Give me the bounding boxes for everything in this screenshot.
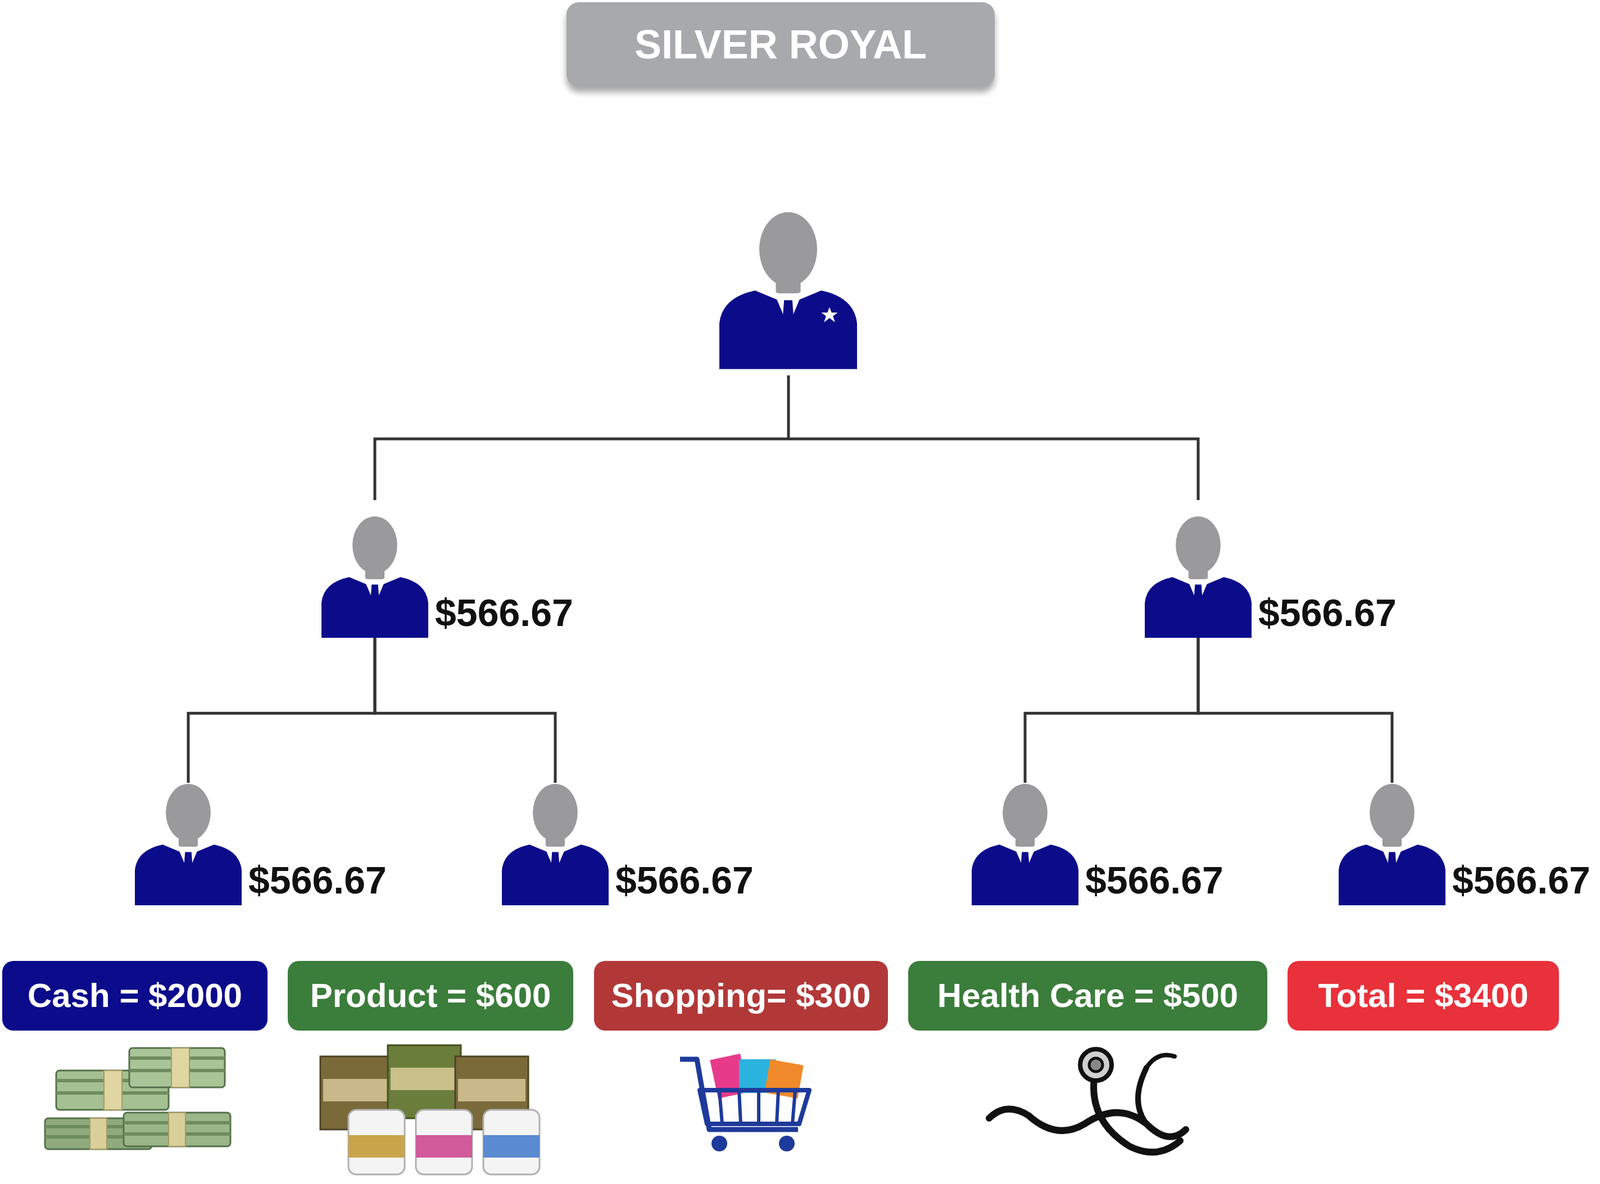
- amount-text: $566.67: [1258, 591, 1397, 634]
- reward-box: Shopping= $300: [594, 961, 888, 1031]
- person-icon: [501, 782, 609, 906]
- amount-text: $566.67: [1085, 858, 1224, 902]
- tree-lines: [374, 375, 1199, 501]
- member-node: $566.67: [1144, 515, 1399, 638]
- person-svg: [971, 782, 1079, 906]
- tree-connector: [1025, 637, 1199, 783]
- reward-text: Cash = $2000: [27, 977, 243, 1015]
- amount-column: $566.67: [1085, 858, 1224, 902]
- reward-text: Health Care = $500: [937, 977, 1239, 1015]
- amount-column: $566.67: [615, 858, 754, 902]
- money-illustration: [44, 1048, 231, 1150]
- tree-connector: [374, 637, 556, 783]
- person-svg: [321, 515, 429, 638]
- person-svg: [501, 782, 609, 906]
- person-svg: [134, 782, 242, 906]
- reward-box: Total = $3400: [1287, 961, 1559, 1031]
- person-icon: [1144, 515, 1252, 638]
- product-illustration: [320, 1045, 540, 1175]
- amount-text: $566.67: [434, 591, 574, 634]
- person-icon: [971, 782, 1079, 906]
- reward-box: Product = $600: [287, 961, 574, 1031]
- member-node: $566.67: [134, 782, 389, 906]
- amount-text: $566.67: [1452, 858, 1591, 902]
- title-banner: SILVER ROYAL: [566, 2, 995, 87]
- title-text: SILVER ROYAL: [634, 24, 927, 65]
- amount-column: $566.67: [248, 858, 387, 902]
- amount-column: $566.67: [1258, 591, 1397, 634]
- person-icon: [1338, 782, 1446, 906]
- person-svg: [1144, 515, 1252, 638]
- amount-column: $566.67: [434, 591, 574, 634]
- tree-connector: [1198, 637, 1393, 783]
- member-node: $566.67: [501, 782, 756, 906]
- person-icon: [321, 515, 429, 638]
- reward-box: Health Care = $500: [908, 961, 1268, 1031]
- member-node: $566.67: [1338, 782, 1593, 906]
- reward-text: Shopping= $300: [611, 977, 872, 1015]
- amount-text: $566.67: [615, 858, 754, 902]
- stethoscope-illustration: [989, 1049, 1186, 1153]
- reward-text: Total = $3400: [1317, 977, 1529, 1015]
- person-svg: [1338, 782, 1446, 906]
- member-node: $566.67: [321, 515, 576, 638]
- amount-column: $566.67: [1452, 858, 1591, 902]
- amount-text: $566.67: [248, 858, 387, 902]
- person-icon: [134, 782, 242, 906]
- cart-illustration: [680, 1053, 810, 1152]
- member-node: $566.67: [971, 782, 1226, 906]
- tree-connector: [188, 637, 375, 783]
- reward-text: Product = $600: [310, 977, 552, 1015]
- reward-box: Cash = $2000: [2, 961, 268, 1031]
- leader-icon: [719, 211, 858, 369]
